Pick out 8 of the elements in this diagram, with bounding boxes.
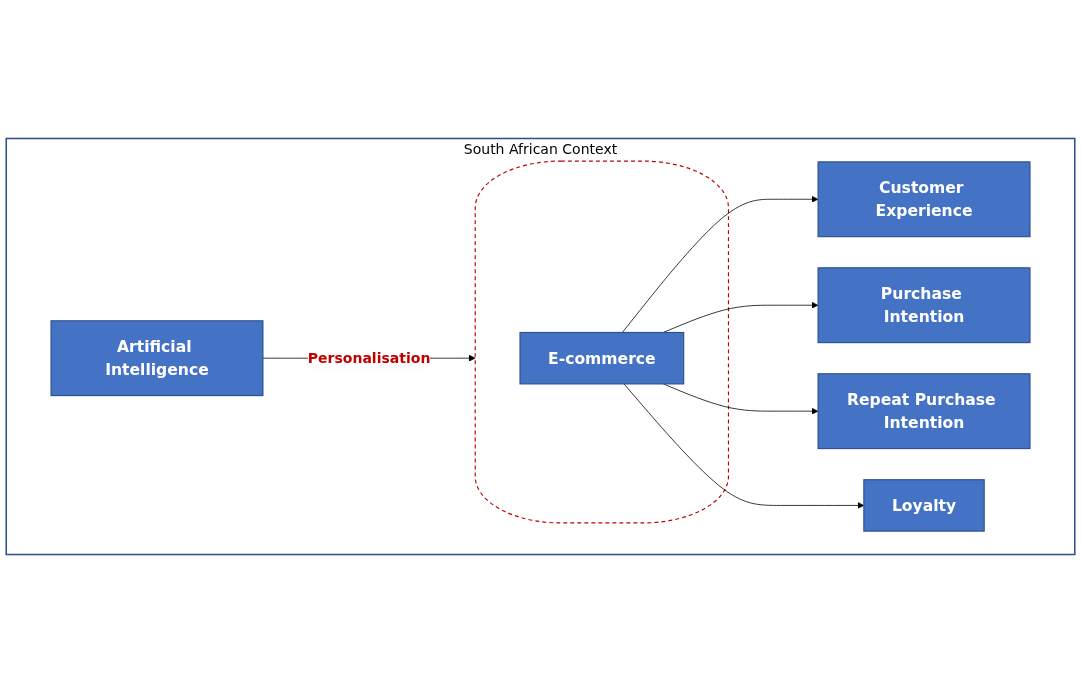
node-box: Loyalty <box>863 479 985 532</box>
node-box: Purchase Intention <box>817 267 1031 344</box>
edge-label: Personalisation <box>307 350 431 367</box>
node-box: Customer Experience <box>817 161 1031 238</box>
cluster <box>474 160 730 524</box>
node-box: Repeat Purchase Intention <box>817 373 1031 450</box>
node-box: Artificial Intelligence <box>50 320 264 397</box>
node-box: E-commerce <box>519 331 685 385</box>
